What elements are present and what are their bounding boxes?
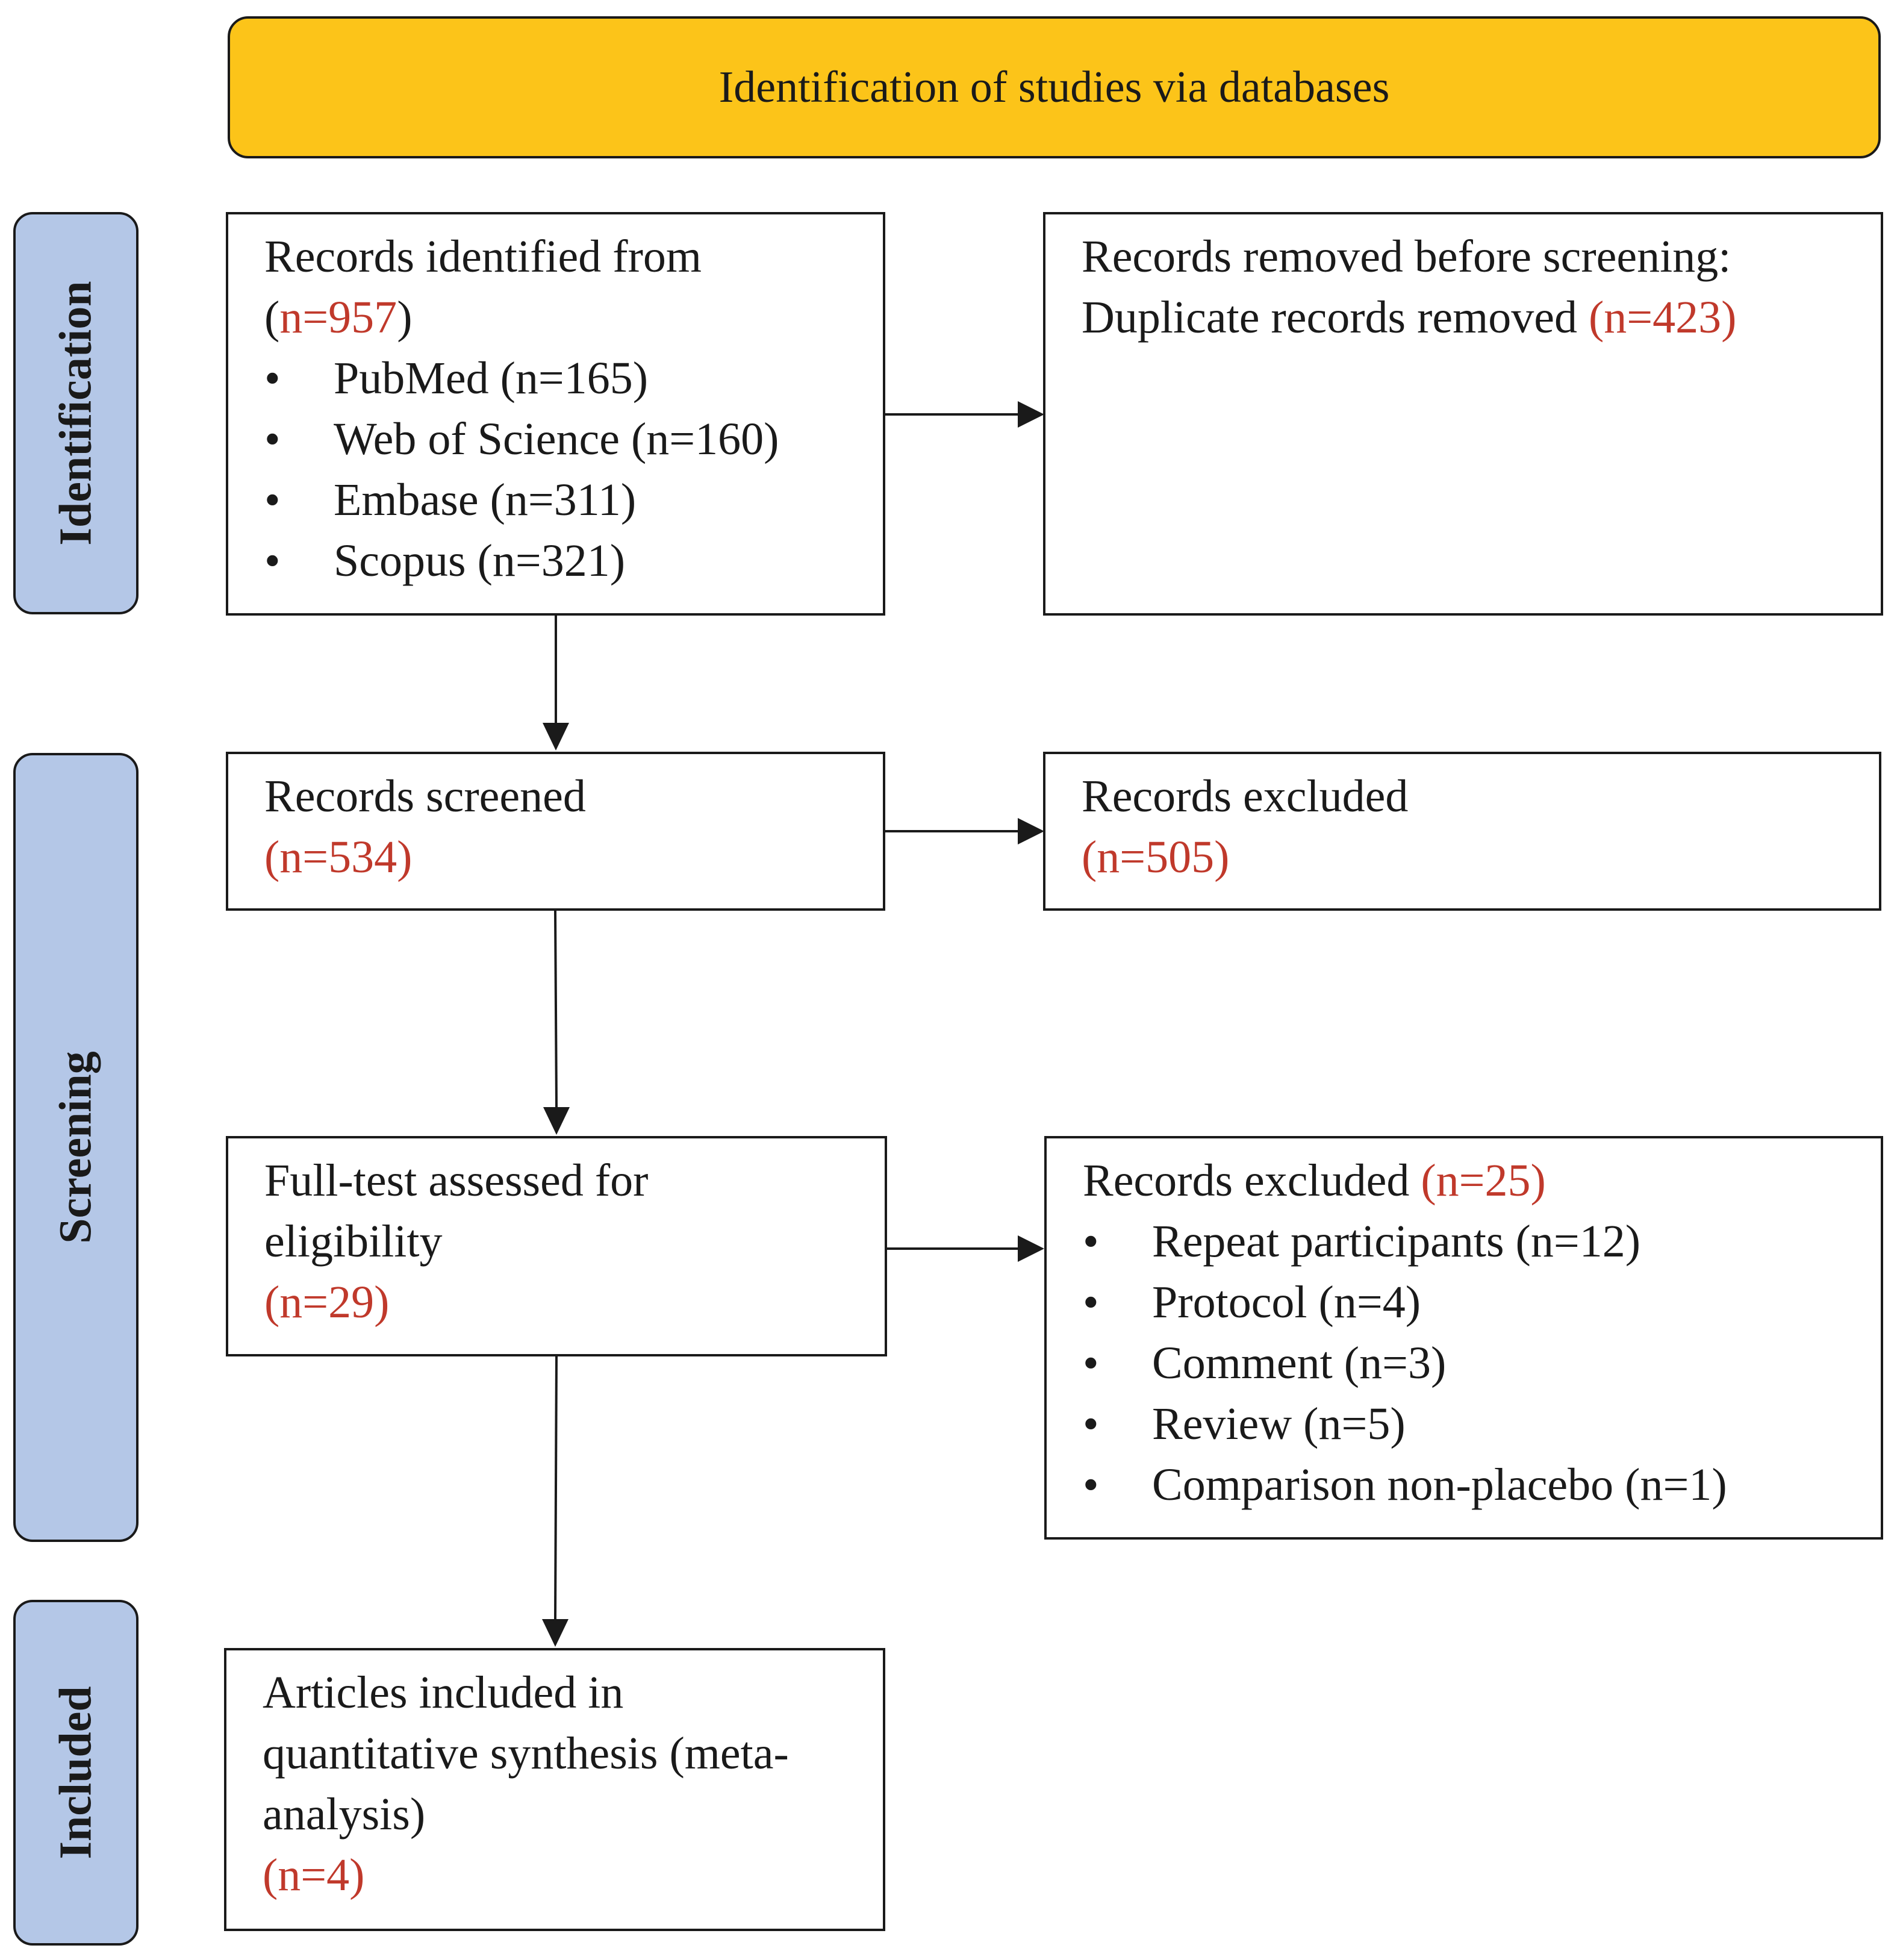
records-excluded-screening-title: Records excluded <box>1082 771 1409 822</box>
records-excluded-fulltext-box: Records excluded (n=25) Repeat participa… <box>1044 1136 1883 1540</box>
header-banner: Identification of studies via databases <box>228 16 1881 158</box>
source-item: Web of Science (n=160) <box>264 409 883 470</box>
articles-included-title-3: analysis) <box>263 1789 426 1840</box>
arrowhead-excluded-fulltext <box>1018 1235 1044 1262</box>
records-screened-title: Records screened <box>264 771 586 822</box>
fulltext-assessed-title-2: eligibility <box>264 1216 443 1267</box>
records-excluded-fulltext-title: Records excluded (n=25) <box>1083 1155 1546 1206</box>
source-item: Scopus (n=321) <box>264 531 883 591</box>
records-removed-title: Records removed before screening: <box>1082 231 1731 282</box>
exclusion-reason: Comment (n=3) <box>1083 1333 1881 1394</box>
phase-included-label: Included <box>50 1686 101 1859</box>
articles-included-title-2: quantitative synthesis (meta- <box>263 1728 789 1779</box>
records-screened-box: Records screened (n=534) <box>226 752 885 911</box>
arrowhead-included <box>542 1619 568 1647</box>
articles-included-box: Articles included in quantitative synthe… <box>224 1648 885 1931</box>
records-screened-count: (n=534) <box>264 832 413 882</box>
records-identified-title: Records identified from <box>264 231 702 282</box>
source-item: Embase (n=311) <box>264 470 883 531</box>
fulltext-assessed-title: Full-test assessed for <box>264 1155 649 1206</box>
records-identified-box: Records identified from (n=957) PubMed (… <box>226 212 885 616</box>
articles-included-title: Articles included in <box>263 1667 624 1718</box>
arrow-screened-to-fulltext <box>554 910 558 1108</box>
records-excluded-screening-count: (n=505) <box>1082 832 1230 882</box>
arrowhead-excluded-screening <box>1018 818 1044 844</box>
phase-identification: Identification <box>13 212 139 614</box>
phase-included: Included <box>13 1600 139 1946</box>
source-item: PubMed (n=165) <box>264 348 883 409</box>
articles-included-count: (n=4) <box>263 1850 365 1900</box>
phase-identification-label: Identification <box>50 281 101 546</box>
records-removed-duplicates: Duplicate records removed (n=423) <box>1082 292 1737 343</box>
arrowhead-fulltext <box>543 1107 570 1135</box>
fulltext-assessed-count: (n=29) <box>264 1277 390 1328</box>
header-title: Identification of studies via databases <box>718 62 1390 112</box>
phase-screening-label: Screening <box>50 1051 101 1244</box>
arrowhead-removed <box>1018 401 1044 428</box>
phase-screening: Screening <box>13 753 139 1542</box>
arrow-fulltext-to-included <box>554 1356 558 1620</box>
exclusion-reason: Protocol (n=4) <box>1083 1272 1881 1333</box>
arrowhead-screened <box>543 723 569 751</box>
records-excluded-screening-box: Records excluded (n=505) <box>1043 752 1881 911</box>
exclusion-reason: Comparison non-placebo (n=1) <box>1083 1455 1881 1515</box>
records-identified-count: (n=957) <box>264 292 413 343</box>
exclusion-reason: Repeat participants (n=12) <box>1083 1211 1881 1272</box>
fulltext-assessed-box: Full-test assessed for eligibility (n=29… <box>226 1136 887 1356</box>
exclusion-reason: Review (n=5) <box>1083 1394 1881 1455</box>
records-removed-box: Records removed before screening: Duplic… <box>1043 212 1883 616</box>
